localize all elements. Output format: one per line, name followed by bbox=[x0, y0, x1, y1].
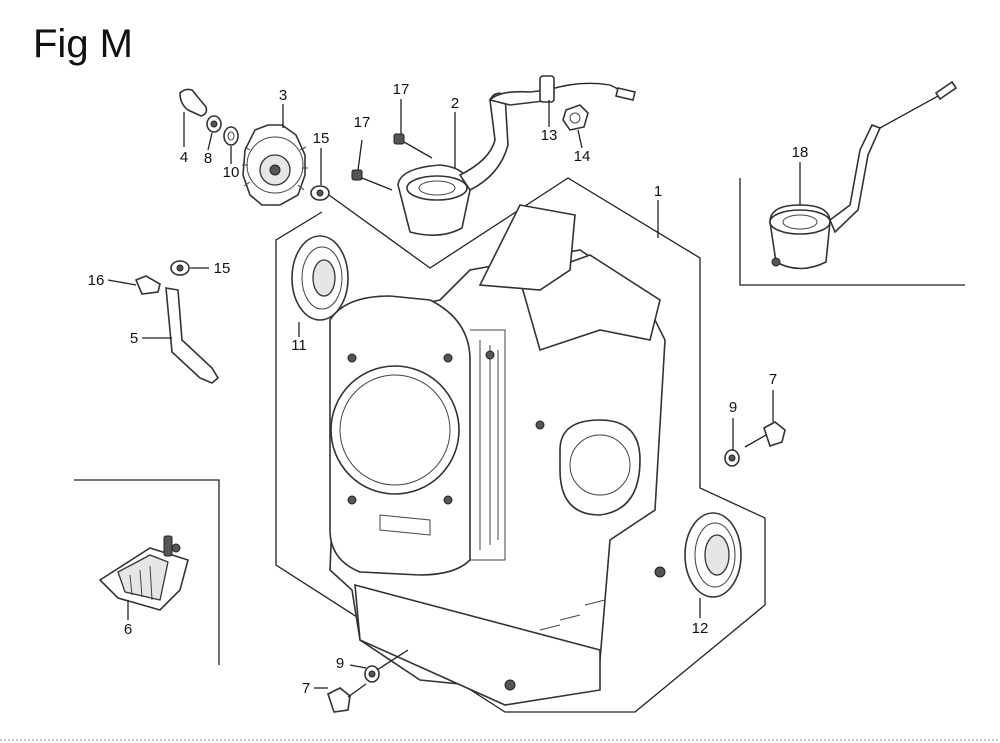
breather-assembly bbox=[397, 89, 554, 236]
callout-9-bottom: 9 bbox=[336, 655, 344, 672]
inset-18-frame bbox=[739, 178, 965, 286]
callout-6: 6 bbox=[124, 621, 132, 638]
governor-gear bbox=[242, 124, 308, 206]
bolt-washer-bottom bbox=[327, 649, 409, 713]
wire-lead bbox=[539, 75, 636, 103]
callout-12: 12 bbox=[692, 620, 709, 637]
callout-5: 5 bbox=[130, 330, 138, 347]
leader-lines bbox=[107, 99, 801, 689]
crankcase-block bbox=[329, 204, 666, 706]
callout-7-bottom: 7 bbox=[302, 680, 310, 697]
engine-mount-6 bbox=[98, 535, 189, 611]
nut-14 bbox=[562, 104, 589, 131]
governor-shaft-group bbox=[134, 260, 220, 384]
bearing-11 bbox=[291, 235, 349, 321]
callout-14: 14 bbox=[574, 148, 591, 165]
callout-2: 2 bbox=[451, 95, 459, 112]
callout-1: 1 bbox=[654, 183, 662, 200]
callout-4: 4 bbox=[180, 149, 188, 166]
callout-3: 3 bbox=[279, 87, 287, 104]
callout-18: 18 bbox=[792, 144, 809, 161]
callout-10: 10 bbox=[223, 164, 240, 181]
callout-16: 16 bbox=[88, 272, 105, 289]
cylinder-bore bbox=[330, 365, 460, 495]
washer-10 bbox=[223, 126, 239, 146]
callout-15-top: 15 bbox=[313, 130, 330, 147]
bolts-17 bbox=[351, 133, 433, 191]
callout-15-left: 15 bbox=[214, 260, 231, 277]
inset-6-frame bbox=[74, 479, 220, 665]
bolt-washer-right bbox=[724, 421, 786, 467]
clip-16 bbox=[134, 275, 161, 295]
callout-8: 8 bbox=[204, 150, 212, 167]
callout-9-right: 9 bbox=[729, 399, 737, 416]
oil-seal-12 bbox=[684, 512, 742, 598]
crankcase-group-outline bbox=[275, 177, 766, 713]
gear-small-parts bbox=[179, 88, 330, 201]
callout-numbers: 1 2 3 4 5 6 7 7 8 9 9 10 11 12 13 14 15 … bbox=[88, 81, 809, 697]
callout-13: 13 bbox=[541, 127, 558, 144]
pin-4 bbox=[179, 88, 208, 117]
figure-title: Fig M bbox=[33, 22, 133, 66]
crank-bearing-boss bbox=[559, 419, 641, 516]
callout-17-top: 17 bbox=[393, 81, 410, 98]
callout-17-left: 17 bbox=[354, 114, 371, 131]
assembly-boundary-lines bbox=[0, 177, 1000, 741]
callout-11: 11 bbox=[291, 337, 307, 354]
oil-alert-unit-18 bbox=[769, 80, 958, 270]
callout-7-right: 7 bbox=[769, 371, 777, 388]
governor-shaft-5 bbox=[165, 287, 220, 384]
